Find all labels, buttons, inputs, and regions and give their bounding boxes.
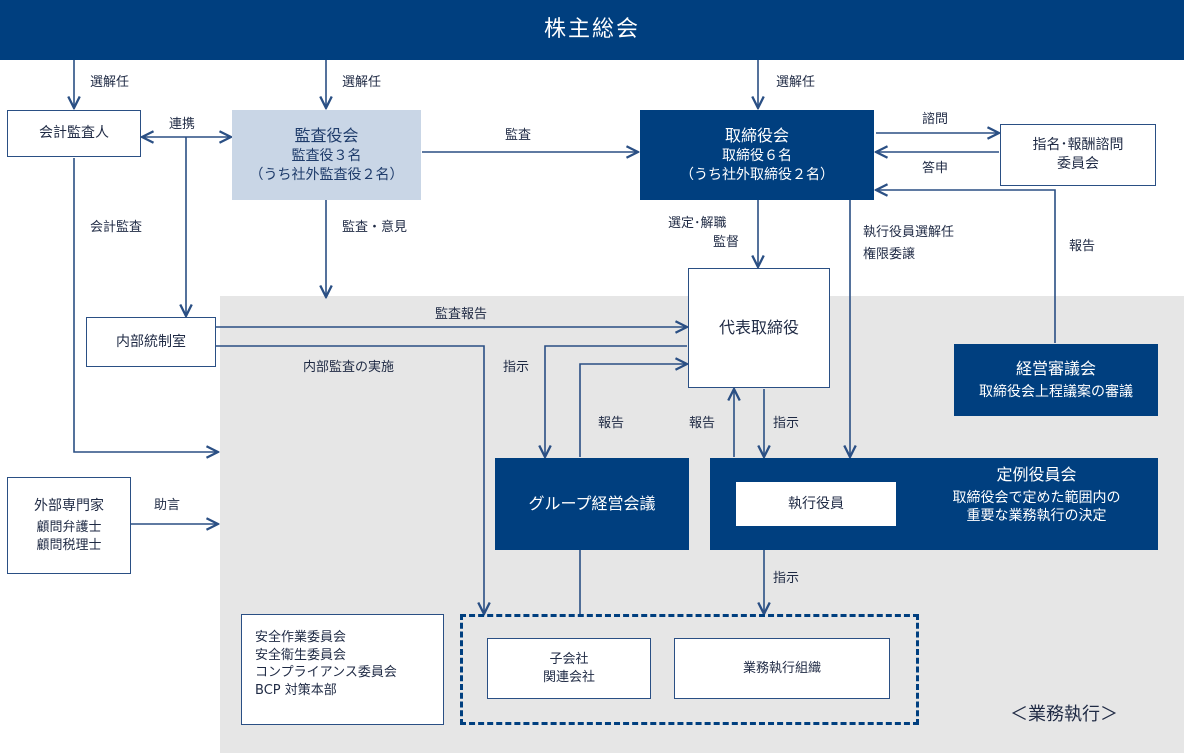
committees-box: 安全作業委員会 安全衛生委員会 コンプライアンス委員会 BCP 対策本部: [241, 614, 444, 725]
label-report-back: 答申: [922, 161, 949, 176]
committee-safety-work: 安全作業委員会: [255, 630, 347, 645]
label-report-officers: 報告: [689, 416, 716, 431]
audit-board-box: 監査役会 監査役３名 （うち社外監査役２名）: [232, 110, 421, 200]
label-elect-board: 選解任: [776, 75, 816, 90]
label-report-to-board: 報告: [1069, 239, 1096, 254]
label-delegation: 権限委譲: [863, 247, 916, 262]
subsidiaries-line1: 子会社: [549, 651, 589, 667]
officers-meeting-text: 定例役員会 取締役会で定めた範囲内の 重要な業務執行の決定: [915, 464, 1158, 526]
shareholders-meeting-label: 株主総会: [543, 17, 640, 43]
executive-officers-box: 執行役員: [736, 482, 896, 526]
management-council-box: 経営審議会 取締役会上程議案の審議: [954, 344, 1158, 416]
line-report-group: [579, 364, 687, 457]
audit-board-title: 監査役会: [294, 126, 359, 146]
business-org-label: 業務執行組織: [742, 660, 821, 676]
line-internal-audit: [216, 345, 484, 614]
external-experts-box: 外部専門家 顧問弁護士 顧問税理士: [7, 477, 131, 574]
audit-board-line2: （うち社外監査役２名）: [249, 166, 404, 183]
management-council-subtitle: 取締役会上程議案の審議: [979, 384, 1133, 401]
subsidiaries-line2: 関連会社: [542, 669, 595, 685]
business-execution-label: ＜業務執行＞: [1010, 704, 1118, 725]
line-instruct-group: [545, 345, 687, 457]
subsidiaries-box: 子会社 関連会社: [487, 638, 651, 699]
label-audit-report: 監査報告: [435, 307, 488, 322]
label-elect-auditor: 選解任: [90, 75, 130, 90]
execution-group-frame: [460, 614, 919, 725]
label-supervise: 監督: [713, 235, 740, 250]
label-advice: 助言: [154, 498, 181, 513]
board-line2: （うち社外取締役２名）: [680, 166, 834, 183]
board-line1: 取締役６名: [722, 147, 792, 164]
officers-meeting-line1: 取締役会で定めた範囲内の: [952, 489, 1121, 506]
executive-officers-label: 執行役員: [788, 495, 844, 512]
internal-control-label: 内部統制室: [116, 333, 186, 350]
label-cooperation: 連携: [169, 117, 196, 132]
officers-meeting-box: 定例役員会 取締役会で定めた範囲内の 重要な業務執行の決定 執行役員: [710, 458, 1158, 550]
group-meeting-label: グループ経営会議: [528, 494, 656, 514]
group-meeting-box: グループ経営会議: [495, 458, 689, 550]
business-org-box: 業務執行組織: [674, 638, 890, 699]
accounting-auditor-box: 会計監査人: [7, 110, 141, 157]
label-instruct-business: 指示: [773, 571, 800, 586]
shareholders-meeting: 株主総会: [0, 0, 1184, 60]
nomination-committee-line1: 指名･報酬諮問: [1032, 137, 1124, 154]
board-title: 取締役会: [724, 126, 789, 146]
representative-director-label: 代表取締役: [718, 318, 799, 338]
label-officer-appoint: 執行役員選解任: [863, 225, 955, 240]
officers-meeting-title: 定例役員会: [996, 465, 1077, 484]
label-instruct-group: 指示: [503, 360, 530, 375]
committee-compliance: コンプライアンス委員会: [255, 665, 397, 681]
nomination-committee-box: 指名･報酬諮問 委員会: [1000, 124, 1156, 186]
label-accounting-audit: 会計監査: [90, 220, 143, 235]
management-council-title: 経営審議会: [1015, 358, 1096, 378]
label-audit-opinion: 監査・意見: [342, 220, 408, 235]
label-internal-audit: 内部監査の実施: [303, 360, 395, 375]
committee-safety-health: 安全衛生委員会: [255, 647, 347, 663]
audit-board-line1: 監査役３名: [291, 147, 362, 164]
external-experts-line1: 顧問弁護士: [36, 520, 102, 536]
nomination-committee-line2: 委員会: [1057, 156, 1099, 172]
label-audit: 監査: [505, 128, 532, 143]
board-box: 取締役会 取締役６名 （うち社外取締役２名）: [640, 110, 874, 200]
line-council-report: [876, 190, 1056, 343]
internal-control-box: 内部統制室: [86, 317, 216, 367]
label-instruct-officers: 指示: [773, 416, 800, 431]
accounting-auditor-label: 会計監査人: [39, 125, 109, 142]
representative-director-box: 代表取締役: [688, 268, 830, 388]
external-experts-title: 外部専門家: [34, 497, 104, 514]
line-accounting-audit: [73, 158, 218, 452]
external-experts-line2: 顧問税理士: [36, 537, 102, 553]
committee-bcp: BCP 対策本部: [255, 682, 337, 698]
label-report-group: 報告: [598, 416, 625, 431]
label-select-dismiss: 選定･解職: [668, 216, 727, 231]
officers-meeting-line2: 重要な業務執行の決定: [966, 508, 1107, 525]
label-consult: 諮問: [922, 112, 949, 127]
label-elect-audit-board: 選解任: [342, 75, 382, 90]
